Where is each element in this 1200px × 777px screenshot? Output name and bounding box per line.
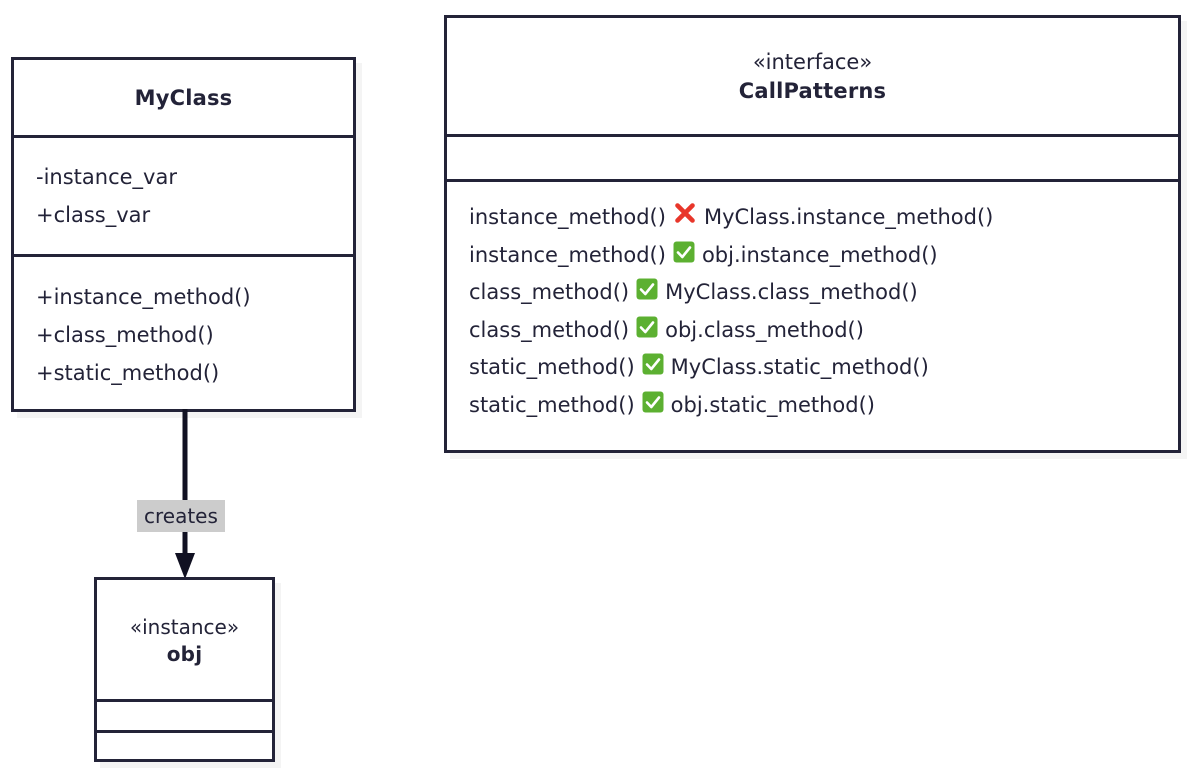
method-class-method: +class_method() bbox=[36, 323, 214, 347]
creates-relationship-label: creates bbox=[137, 500, 225, 532]
call-row-method: static_method() bbox=[469, 355, 635, 379]
attribute-class-var: +class_var bbox=[36, 203, 151, 227]
obj-title: obj bbox=[166, 641, 203, 666]
call-row-call: obj.static_method() bbox=[670, 392, 875, 417]
callpatterns-attributes-compartment bbox=[447, 134, 1178, 179]
call-row-call: MyClass.instance_method() bbox=[703, 205, 994, 229]
call-pattern-row: instance_method() obj.instance_method() bbox=[469, 237, 1178, 275]
obj-instance-box[interactable]: «instance» obj bbox=[94, 577, 275, 762]
call-row-method: static_method() bbox=[469, 392, 635, 417]
call-row-method: class_method() bbox=[469, 317, 630, 342]
call-row-call: obj.class_method() bbox=[665, 317, 864, 342]
call-row-method: class_method() bbox=[469, 280, 630, 304]
myclass-title: MyClass bbox=[134, 85, 233, 110]
method-instance-method: +instance_method() bbox=[36, 285, 251, 309]
obj-stereotype: «instance» bbox=[129, 614, 240, 639]
call-row-call: MyClass.static_method() bbox=[670, 355, 929, 379]
myclass-attributes-compartment: -instance_var +class_var bbox=[14, 135, 353, 254]
call-row-call: obj.instance_method() bbox=[701, 242, 938, 267]
myclass-header-compartment: MyClass bbox=[14, 60, 353, 135]
call-pattern-row: instance_method() MyClass.instance_metho… bbox=[469, 199, 1178, 237]
call-pattern-row: class_method() MyClass.class_method() bbox=[469, 274, 1178, 312]
callpatterns-title: CallPatterns bbox=[738, 79, 887, 103]
check-mark-icon bbox=[636, 316, 658, 338]
call-row-call: MyClass.class_method() bbox=[665, 280, 918, 304]
call-row-method: instance_method() bbox=[469, 205, 666, 229]
check-mark-icon bbox=[642, 353, 664, 375]
attribute-instance-var: -instance_var bbox=[36, 165, 177, 189]
myclass-class-box[interactable]: MyClass -instance_var +class_var +instan… bbox=[11, 57, 356, 412]
callpatterns-stereotype: «interface» bbox=[752, 50, 873, 74]
myclass-methods-compartment: +instance_method() +class_method() +stat… bbox=[14, 254, 353, 409]
call-pattern-row: static_method() MyClass.static_method() bbox=[469, 349, 1178, 387]
method-static-method: +static_method() bbox=[36, 361, 220, 385]
check-mark-icon bbox=[673, 241, 695, 263]
check-mark-icon bbox=[636, 278, 658, 300]
callpatterns-header-compartment: «interface» CallPatterns bbox=[447, 18, 1178, 134]
callpatterns-methods-compartment: instance_method() MyClass.instance_metho… bbox=[447, 179, 1178, 450]
check-mark-icon bbox=[642, 391, 664, 413]
call-row-method: instance_method() bbox=[469, 242, 666, 267]
callpatterns-interface-box[interactable]: «interface» CallPatterns instance_method… bbox=[444, 15, 1181, 453]
obj-methods-compartment bbox=[97, 730, 272, 760]
cross-mark-icon bbox=[673, 201, 697, 225]
obj-attributes-compartment bbox=[97, 699, 272, 730]
call-pattern-row: static_method() obj.static_method() bbox=[469, 387, 1178, 425]
creates-arrow-icon bbox=[175, 409, 195, 579]
call-pattern-row: class_method() obj.class_method() bbox=[469, 312, 1178, 350]
obj-header-compartment: «instance» obj bbox=[97, 580, 272, 699]
